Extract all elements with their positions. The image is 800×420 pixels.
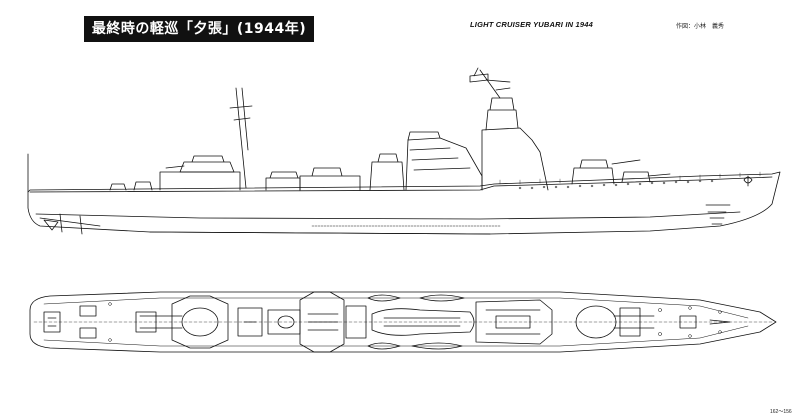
- bridge-superstructure: [481, 127, 549, 191]
- plan-main-mast: [237, 307, 263, 337]
- deck-railing: [499, 171, 761, 185]
- plan-stern-deckhouse: [135, 311, 157, 333]
- portholes: [518, 179, 714, 190]
- aft-deckhouse: [159, 171, 241, 191]
- drawing-credit: 作図：小林 義秀: [676, 23, 725, 30]
- funnel-cap: [407, 131, 441, 141]
- plan-bow-fittings: [679, 315, 731, 329]
- plan-boat: [419, 294, 465, 302]
- plan-view-drawing: [29, 291, 777, 353]
- page-number: 162〜156: [770, 409, 792, 415]
- fore-turret: [571, 159, 615, 185]
- anchor-mark: [743, 175, 753, 187]
- plan-funnel: [371, 308, 475, 336]
- funnel: [405, 137, 483, 191]
- radar-array: [469, 73, 489, 83]
- searchlight-platform: [369, 153, 405, 191]
- bridge-upper: [485, 97, 519, 131]
- rudder: [43, 219, 59, 231]
- plan-aft-turret-barrels: [139, 315, 183, 329]
- plan-aft-turret-circle: [181, 307, 219, 337]
- plan-torpedo-tubes: [307, 313, 339, 331]
- deck-line: [29, 176, 773, 193]
- plan-aft-turret-octagon: [171, 295, 229, 349]
- forward-gun: [621, 171, 671, 183]
- plan-boat: [411, 342, 463, 350]
- plan-fore-turret-barrels: [613, 315, 655, 329]
- main-mast-yard: [229, 105, 253, 121]
- plan-fore-turret: [575, 305, 617, 339]
- keel-line: [149, 231, 491, 235]
- fore-mast: [473, 67, 511, 99]
- aft-turret: [179, 155, 235, 173]
- plan-forward-gun: [619, 307, 641, 337]
- side-profile-drawing: [27, 67, 781, 235]
- aa-guns-aft: [109, 181, 153, 191]
- propeller-shaft: [39, 213, 101, 235]
- plan-boat: [367, 294, 401, 302]
- plan-boats: [367, 294, 465, 350]
- plan-funnel-inner: [383, 317, 461, 327]
- main-mast: [235, 87, 249, 189]
- page-title: 最終時の軽巡「夕張」(1944年): [84, 16, 314, 42]
- plan-bridge: [475, 299, 553, 345]
- fore-gun-barrel: [611, 159, 641, 165]
- funnel-bands: [409, 147, 471, 171]
- plan-boat: [367, 342, 401, 350]
- plan-bollards: [108, 302, 722, 342]
- boot-top-line: [35, 211, 741, 220]
- plan-midship-house: [345, 305, 367, 339]
- bow-marking: [705, 204, 731, 225]
- plan-torpedo-mount: [299, 291, 345, 353]
- plan-hull-outline: [29, 291, 777, 353]
- plan-deck-edge: [43, 297, 749, 347]
- hull-outline: [27, 171, 781, 235]
- plan-bridge-detail: [485, 309, 541, 335]
- english-title: LIGHT CRUISER YUBARI IN 1944: [470, 20, 593, 29]
- plan-aft-aa-guns: [79, 305, 97, 339]
- plan-stern-fittings: [43, 311, 61, 333]
- aft-gun-barrel: [165, 165, 185, 169]
- midship-deckhouse: [299, 167, 361, 191]
